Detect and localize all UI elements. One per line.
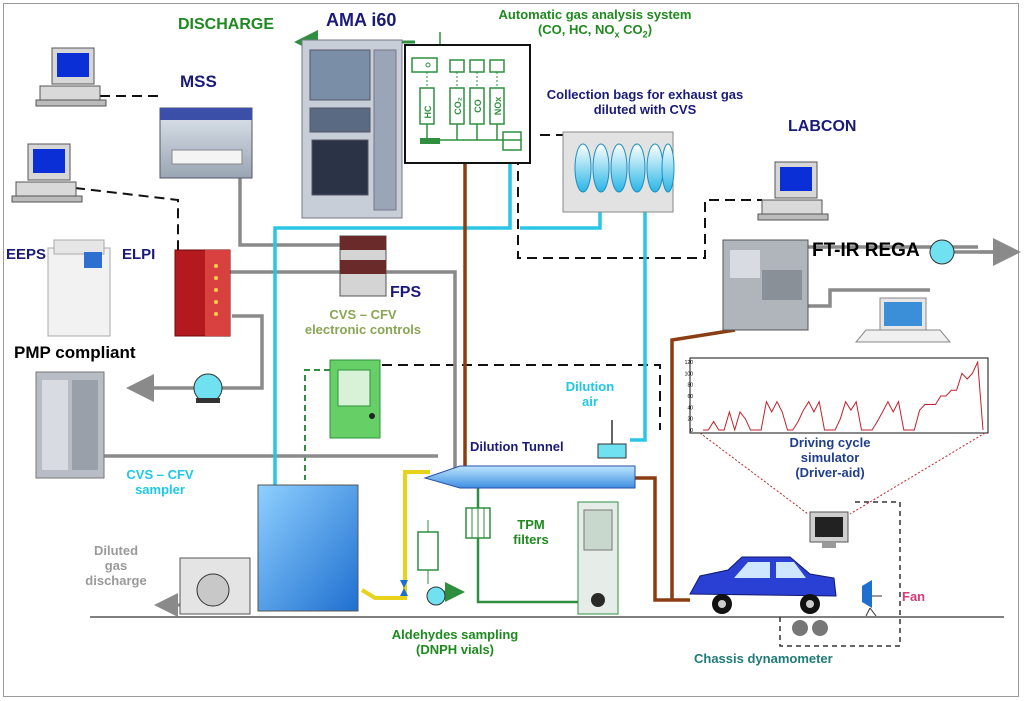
labcon-label: LABCON <box>788 118 857 135</box>
chart-tick-label: 40 <box>687 405 693 411</box>
gas-system-line2-post: ) <box>647 21 653 37</box>
elpi-unit <box>174 249 231 337</box>
eeps-label: EEPS <box>6 246 47 263</box>
aldehydes-label: Aldehydes sampling (DNPH vials) <box>380 627 530 658</box>
cvs-controls-line2: electronic controls <box>304 321 422 337</box>
cvs-sampler-label: CVS – CFV sampler <box>110 467 210 498</box>
speed-chart: 0 20 40 60 80 100 120 <box>685 357 989 434</box>
laptop-ftir <box>854 297 952 343</box>
mss-label: MSS <box>180 72 217 91</box>
chart-tick-label: 80 <box>687 383 693 389</box>
cvs-tank <box>257 484 359 612</box>
channel-label-co: CO <box>473 99 483 113</box>
controls-link-green <box>304 369 340 480</box>
gas-system-line2-pre: (CO, HC, NO <box>537 21 615 37</box>
computer-labcon <box>757 161 829 221</box>
elpi-pump <box>193 373 223 403</box>
cyan-dilution-lines <box>273 155 647 485</box>
gas-system-line1: Automatic gas analysis system <box>498 7 692 22</box>
aldehydes-line2: (DNPH vials) <box>415 641 495 657</box>
fan-label: Fan <box>902 589 926 604</box>
driver-aid-monitor <box>809 511 849 548</box>
test-car <box>689 556 837 636</box>
bags-line1: Collection bags for exhaust gas <box>546 87 744 102</box>
aldehyde-sampler <box>400 520 446 606</box>
chart-tick-label: 100 <box>685 371 694 377</box>
diluted-gas-line3: discharge <box>85 572 147 588</box>
elpi-label: ELPI <box>122 246 156 263</box>
channel-label-nox: NOx <box>493 97 503 116</box>
chart-tick-label: 20 <box>687 417 693 423</box>
cvs-sampler-photo <box>35 371 105 479</box>
dilution-tunnel-label: Dilution Tunnel <box>470 439 564 454</box>
channel-label-co2: CO₂ <box>453 97 463 115</box>
driving-cycle-label: Driving cycle simulator (Driver-aid) <box>770 435 890 481</box>
ama-label: AMA i60 <box>326 10 397 30</box>
tpm-filters <box>465 507 491 539</box>
gas-analyzer-schematic <box>404 44 531 164</box>
diluted-gas-line2: gas <box>104 557 128 573</box>
chassis-label: Chassis dynamometer <box>694 651 833 666</box>
driving-cycle-line2: simulator <box>800 449 860 465</box>
analyzer-channel-labels: HC CO₂ CO NOx <box>423 97 503 119</box>
aldehydes-line1: Aldehydes sampling <box>391 627 519 642</box>
dilution-tunnel <box>423 420 636 489</box>
chart-tick-label: 120 <box>685 360 694 366</box>
cvs-controls-label: CVS – CFV electronic controls <box>288 307 438 338</box>
cvs-sampler-line1: CVS – CFV <box>126 467 194 482</box>
driving-cycle-line1: Driving cycle <box>789 435 871 450</box>
chart-ticks: 0 20 40 60 80 100 120 <box>685 360 694 434</box>
cvs-blower <box>179 557 251 615</box>
ftir-instrument <box>722 239 955 331</box>
cvs-controls-line1: CVS – CFV <box>329 307 397 322</box>
tpm-line1: TPM <box>517 517 545 532</box>
tpm-line2: filters <box>513 531 549 547</box>
gas-system-sub-x: x <box>614 29 620 40</box>
speed-line <box>703 360 984 432</box>
gas-system-line2: (CO, HC, NOx CO2) <box>470 21 720 40</box>
fan-unit <box>862 580 882 617</box>
cvs-controls-cabinet <box>329 359 381 439</box>
bags-line2: diluted with CVS <box>593 101 697 117</box>
fps-label: FPS <box>390 284 422 301</box>
grey-sample-lines <box>70 175 1010 478</box>
dyno-boundary <box>779 501 901 647</box>
cvs-sampler-line2: sampler <box>135 481 185 497</box>
dilution-air-label: Dilution air <box>560 379 620 410</box>
diluted-gas-label: Diluted gas discharge <box>76 543 156 589</box>
tpm-label: TPM filters <box>506 517 556 548</box>
mss-unit <box>159 107 253 179</box>
collection-bags <box>562 131 675 213</box>
discharge-label: DISCHARGE <box>178 16 275 33</box>
ftir-label: FT-IR REGA <box>812 240 920 261</box>
channel-label-hc: HC <box>423 105 433 118</box>
data-connections <box>74 95 762 430</box>
tpm-cabinet <box>577 501 619 615</box>
pmp-label: PMP compliant <box>14 343 136 362</box>
driving-cycle-line3: (Driver-aid) <box>795 464 865 480</box>
diluted-gas-line1: Diluted <box>93 543 139 558</box>
computer-elpi <box>11 143 83 203</box>
gas-system-line2-mid: CO <box>619 21 643 37</box>
dilution-air-line1: Dilution <box>565 379 615 394</box>
computer-mss <box>35 47 107 107</box>
gas-system-label: Automatic gas analysis system (CO, HC, N… <box>470 7 720 40</box>
chart-tick-label: 0 <box>690 428 693 434</box>
diagram-frame <box>3 3 1019 697</box>
fps-unit <box>339 235 387 297</box>
aldehyde-line <box>360 470 430 600</box>
dilution-air-line2: air <box>582 393 598 409</box>
gas-system-sub-2: 2 <box>642 29 648 40</box>
bags-label: Collection bags for exhaust gas diluted … <box>530 87 760 118</box>
ama-cabinet <box>301 39 403 219</box>
eeps-unit <box>47 239 111 337</box>
chart-projection-lines <box>699 432 986 515</box>
chart-tick-label: 60 <box>687 394 693 400</box>
